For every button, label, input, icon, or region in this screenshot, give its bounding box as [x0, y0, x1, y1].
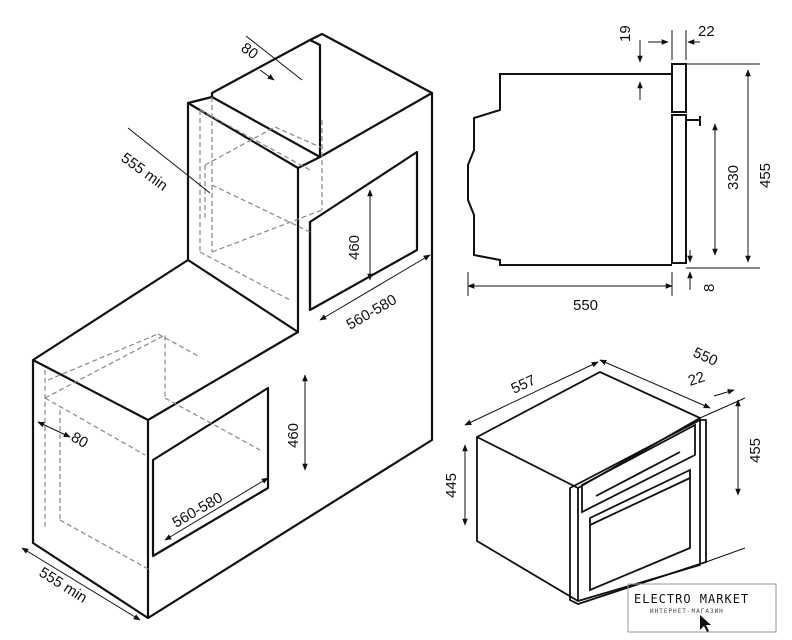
upper-top-gap-label: 80 — [238, 39, 261, 63]
side-door — [671, 114, 687, 264]
cabinet-dimension-lines — [21, 35, 431, 621]
cabinet-drawing — [31, 32, 434, 620]
upper-top-edge — [319, 92, 433, 158]
oven-handle — [589, 477, 691, 526]
side-bottom-gap-label: 8 — [701, 284, 718, 292]
iso-dimension-lines — [462, 359, 746, 563]
oven-side-view — [467, 63, 701, 266]
side-depth-label: 550 — [573, 297, 598, 314]
side-control-panel — [671, 63, 687, 113]
oven-display — [595, 451, 681, 497]
cabinet-hidden-lines — [44, 97, 323, 571]
side-total-height-label: 455 — [757, 163, 774, 188]
iso-body-height-label: 445 — [443, 473, 460, 498]
brand-watermark: ELECTRO MARKET ИНТЕРНЕТ-МАГАЗИН — [627, 583, 777, 633]
side-front-thickness-label: 22 — [698, 23, 715, 40]
brand-subtitle: ИНТЕРНЕТ-МАГАЗИН — [650, 608, 724, 615]
oven-door-window — [589, 468, 691, 592]
iso-width-label: 557 — [509, 372, 539, 398]
lower-opening-height-label: 460 — [285, 423, 302, 448]
side-gap-top-label: 19 — [617, 25, 634, 42]
dimension-labels: 555 min 80 460 560-580 460 560-580 80 55… — [36, 23, 774, 607]
iso-front-thickness-label: 22 — [686, 368, 707, 389]
upper-niche-opening — [308, 150, 419, 312]
oven-body — [476, 370, 701, 602]
lower-box-outline — [31, 259, 434, 620]
brand-frame — [627, 583, 777, 633]
iso-depth-label: 550 — [690, 344, 720, 370]
oven-control-strip — [581, 423, 696, 514]
lower-gap-label: 80 — [68, 429, 91, 452]
oven-isometric-view — [476, 370, 707, 605]
side-inner-height-label: 330 — [725, 165, 742, 190]
side-body — [467, 73, 672, 266]
iso-height-label: 455 — [747, 438, 764, 463]
side-dimension-lines — [467, 30, 760, 296]
cursor-icon — [700, 615, 711, 632]
lower-niche-opening — [151, 386, 270, 558]
upper-opening-height-label: 460 — [346, 235, 363, 260]
lower-niche-depth-label: 555 min — [36, 564, 90, 607]
lower-opening-width-label: 560-580 — [170, 489, 226, 531]
brand-name: ELECTRO MARKET — [634, 592, 749, 606]
upper-opening-width-label: 560-580 — [344, 291, 400, 333]
